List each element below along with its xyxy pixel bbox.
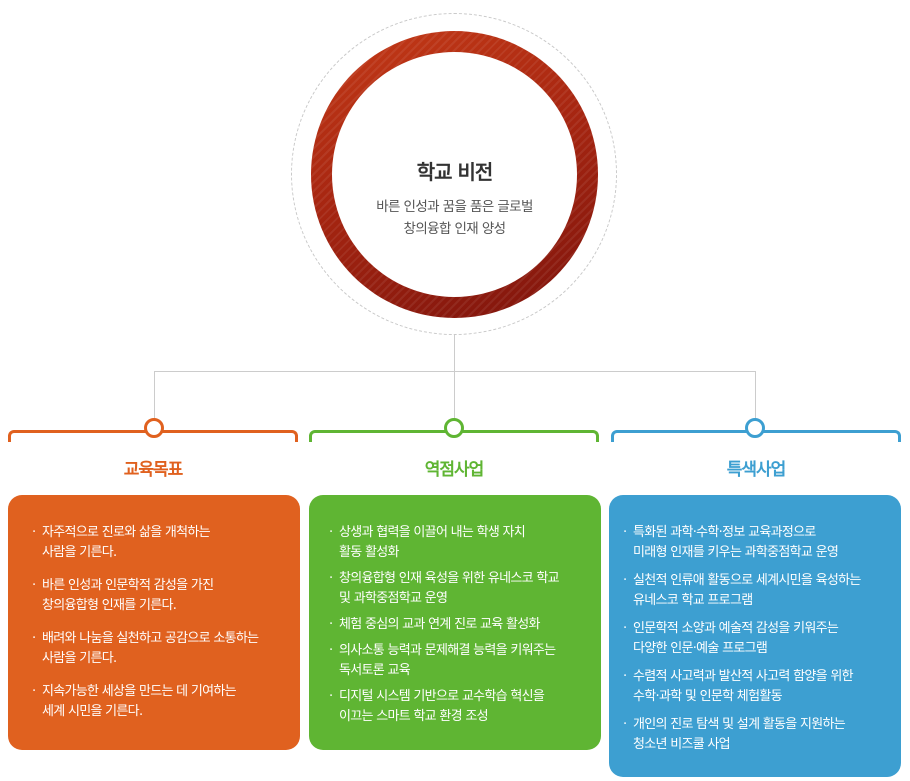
bullet: ·: [623, 717, 627, 732]
vision-core: 학교 비전 바른 인성과 꿈을 품은 글로벌 창의융합 인재 양성: [332, 52, 577, 297]
list-item-line: 다양한 인문·예술 프로그램: [633, 641, 768, 656]
bullet: ·: [32, 578, 36, 593]
list-item-line: 의사소통 능력과 문제해결 능력을 키워주는: [339, 643, 556, 658]
goals-list: · 자주적으로 진로와 삶을 개척하는 사람을 기른다. · 바른 인성과 인문…: [32, 523, 292, 722]
projects-title: 역점사업: [424, 460, 485, 480]
list-item: · 바른 인성과 인문학적 감성을 가진 창의융합형 인재를 기른다.: [32, 576, 292, 616]
special-panel: · 특화된 과학·수학·정보 교육과정으로 미래형 인재를 키우는 과학중점학교…: [609, 495, 901, 777]
goals-panel: · 자주적으로 진로와 삶을 개척하는 사람을 기른다. · 바른 인성과 인문…: [8, 495, 300, 750]
list-item-line: 디지털 시스템 기반으로 교수학습 혁신을: [339, 689, 545, 704]
list-item-line: 배려와 나눔을 실천하고 공감으로 소통하는: [42, 631, 259, 646]
list-item-line: 상생과 협력을 이끌어 내는 학생 자치: [339, 525, 526, 540]
list-item-line: 독서토론 교육: [339, 663, 411, 678]
list-item-line: 수렴적 사고력과 발산적 사고력 함양을 위한: [633, 669, 854, 684]
bullet: ·: [329, 617, 333, 632]
goals-title: 교육목표: [123, 460, 184, 480]
projects-panel: · 상생과 협력을 이끌어 내는 학생 자치 활동 활성화 · 창의융합형 인재…: [309, 495, 601, 750]
vision-line: 바른 인성과 꿈을 품은 글로벌: [376, 199, 533, 215]
list-item-line: 지속가능한 세상을 만드는 데 기여하는: [42, 684, 237, 699]
list-item-line: 체험 중심의 교과 연계 진로 교육 활성화: [339, 617, 540, 632]
bullet: ·: [329, 643, 333, 658]
list-item-line: 창의융합형 인재 육성을 위한 유네스코 학교: [339, 571, 560, 586]
bullet: ·: [623, 573, 627, 588]
vision-outer-dashed-ring: [291, 13, 617, 335]
list-item: · 개인의 진로 탐색 및 설계 활동을 지원하는 청소년 비즈쿨 사업: [623, 715, 897, 755]
bullet: ·: [32, 525, 36, 540]
list-item-line: 활동 활성화: [339, 545, 399, 560]
bullet: ·: [329, 571, 333, 586]
list-item: · 실천적 인류애 활동으로 세계시민을 육성하는 유네스코 학교 프로그램: [623, 571, 897, 611]
projects-node: [444, 418, 464, 438]
list-item-line: 사람을 기른다.: [42, 651, 117, 666]
bullet: ·: [329, 525, 333, 540]
list-item-line: 이끄는 스마트 학교 환경 조성: [339, 709, 489, 724]
list-item: · 의사소통 능력과 문제해결 능력을 키워주는 독서토론 교육: [329, 641, 593, 681]
list-item-line: 자주적으로 진로와 삶을 개척하는: [42, 525, 211, 540]
list-item: · 자주적으로 진로와 삶을 개척하는 사람을 기른다.: [32, 523, 292, 563]
connector-trunk: [454, 335, 455, 371]
goals-node: [144, 418, 164, 438]
bullet: ·: [32, 631, 36, 646]
list-item-line: 미래형 인재를 키우는 과학중점학교 운영: [633, 545, 839, 560]
special-node: [745, 418, 765, 438]
connector-horizontal: [154, 371, 756, 372]
bullet: ·: [329, 689, 333, 704]
list-item: · 창의융합형 인재 육성을 위한 유네스코 학교 및 과학중점학교 운영: [329, 569, 593, 609]
list-item-line: 및 과학중점학교 운영: [339, 591, 448, 606]
list-item-line: 바른 인성과 인문학적 감성을 가진: [42, 578, 214, 593]
list-item: · 인문학적 소양과 예술적 감성을 키워주는 다양한 인문·예술 프로그램: [623, 619, 897, 659]
list-item-line: 실천적 인류애 활동으로 세계시민을 육성하는: [633, 573, 861, 588]
list-item-line: 창의융합형 인재를 기른다.: [42, 598, 177, 613]
connector-center: [454, 371, 455, 419]
special-title: 특색사업: [726, 460, 787, 480]
connector-right: [755, 371, 756, 419]
list-item-line: 개인의 진로 탐색 및 설계 활동을 지원하는: [633, 717, 846, 732]
bullet: ·: [623, 525, 627, 540]
vision-ring: 학교 비전 바른 인성과 꿈을 품은 글로벌 창의융합 인재 양성: [311, 31, 598, 318]
list-item-line: 세계 시민을 기른다.: [42, 704, 143, 719]
vision-title: 학교 비전: [416, 160, 494, 184]
bullet: ·: [623, 621, 627, 636]
vision-line: 창의융합 인재 양성: [403, 221, 507, 237]
special-list: · 특화된 과학·수학·정보 교육과정으로 미래형 인재를 키우는 과학중점학교…: [623, 523, 897, 755]
list-item: · 디지털 시스템 기반으로 교수학습 혁신을 이끄는 스마트 학교 환경 조성: [329, 687, 593, 727]
list-item: · 수렴적 사고력과 발산적 사고력 함양을 위한 수학·과학 및 인문학 체험…: [623, 667, 897, 707]
connector-left: [154, 371, 155, 419]
list-item-line: 특화된 과학·수학·정보 교육과정으로: [633, 525, 816, 540]
list-item: · 지속가능한 세상을 만드는 데 기여하는 세계 시민을 기른다.: [32, 682, 292, 722]
list-item-line: 사람을 기른다.: [42, 545, 117, 560]
list-item-line: 유네스코 학교 프로그램: [633, 593, 753, 608]
list-item: · 체험 중심의 교과 연계 진로 교육 활성화: [329, 615, 593, 635]
list-item: · 배려와 나눔을 실천하고 공감으로 소통하는 사람을 기른다.: [32, 629, 292, 669]
projects-list: · 상생과 협력을 이끌어 내는 학생 자치 활동 활성화 · 창의융합형 인재…: [329, 523, 593, 727]
list-item-line: 청소년 비즈쿨 사업: [633, 737, 731, 752]
list-item-line: 인문학적 소양과 예술적 감성을 키워주는: [633, 621, 839, 636]
list-item: · 상생과 협력을 이끌어 내는 학생 자치 활동 활성화: [329, 523, 593, 563]
list-item-line: 수학·과학 및 인문학 체험활동: [633, 689, 783, 704]
bullet: ·: [32, 684, 36, 699]
list-item: · 특화된 과학·수학·정보 교육과정으로 미래형 인재를 키우는 과학중점학교…: [623, 523, 897, 563]
bullet: ·: [623, 669, 627, 684]
vision-description: 바른 인성과 꿈을 품은 글로벌 창의융합 인재 양성: [332, 196, 577, 240]
